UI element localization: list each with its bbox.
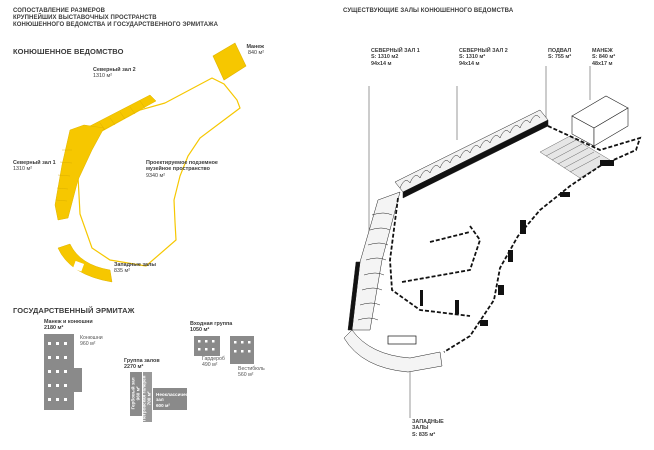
entrance-group-area: 1050 м² [190,327,210,334]
left-header-line1: СОПОСТАВЛЕНИЕ РАЗМЕРОВ [13,8,106,14]
axon-north2-dims: 94х14 м [459,60,480,67]
neoclassical-label: Неоклассический зал 600 м² [156,392,197,408]
north1-name: Северный зал 1 [13,160,56,166]
axon-west-label: ЗАПАДНЫЕ ЗАЛЫ S: 835 м² [412,419,444,438]
manezh-konyushni-name: Манеж и конюшни [44,319,93,325]
axon-north1-dims: 94х14 м [371,60,392,67]
inner-walls [420,160,614,326]
manezh-block [212,42,247,81]
entrance-group-label: Входная группа 1050 м² [190,321,232,334]
north1-block [54,124,105,221]
west-label: Западные залы 835 м² [114,262,156,275]
west-halls-block [57,243,113,283]
garderob-name: Гардероб [202,356,225,362]
right-header: СУЩЕСТВУЮЩИЕ ЗАЛЫ КОНЮШЕННОГО ВЕДОМСТВА [343,8,513,15]
axon-manezh-label: МАНЕЖ S: 840 м² 48х17 м [592,48,615,67]
gerbovy-block [130,372,142,416]
projected-line1: Проектируемое подземное [146,160,218,166]
axon-north1-area: S: 1310 м2 [371,54,399,61]
north1-label: Северный зал 1 1310 м² [13,160,56,173]
axon-west-line2: ЗАЛЫ [412,425,429,432]
building-footprint [389,125,642,353]
west-name: Западные залы [114,262,157,268]
projected-line2: музейное пространство [146,166,210,173]
neoclassical-area: 600 м² [156,402,170,408]
entrance-group-name: Входная группа [190,321,233,327]
axon-podval-area: S: 755 м² [548,54,572,61]
manezh-label: Манеж 840 м² [242,44,264,57]
konyushni-area: 960 м² [80,341,96,348]
vestibule-area: 560 м² [238,372,254,379]
north2-area: 1310 м² [93,73,112,80]
north2-vaults [394,109,549,199]
group-halls-name: Группа залов [124,358,160,364]
manezh-konyushni-area: 2180 м² [44,325,64,332]
axon-manezh-dims: 48х17 м [592,60,613,67]
konyushni-label: Конюшни 960 м² [80,335,103,347]
projected-area: 9340 м² [146,172,165,179]
vestibule-label: Вестибюль 560 м² [238,366,265,378]
group-halls-area: 2270 м² [124,364,144,371]
konyushni-name: Конюшни [80,335,103,341]
axon-north1-label: СЕВЕРНЫЙ ЗАЛ 1 S: 1310 м2 94х14 м [371,48,420,67]
axon-north2-label: СЕВЕРНЫЙ ЗАЛ 2 S: 1310 м² 94х14 м [459,48,508,67]
left-header-line2: КРУПНЕЙШИХ ВЫСТАВОЧНЫХ ПРОСТРАНСТВ [13,15,157,21]
right-header-title: СУЩЕСТВУЮЩИЕ ЗАЛЫ КОНЮШЕННОГО ВЕДОМСТВА [343,8,514,14]
west-area: 835 м² [114,268,130,275]
axon-manezh-title: МАНЕЖ [592,48,613,54]
neoclassical-block [153,388,187,410]
left-header: СОПОСТАВЛЕНИЕ РАЗМЕРОВ КРУПНЕЙШИХ ВЫСТАВ… [13,8,218,29]
axon-north2-area: S: 1310 м² [459,54,486,61]
left-header-line3: КОНЮШЕННОГО ВЕДОМСТВА И ГОСУДАРСТВЕННОГО… [13,22,219,28]
north2-name: Северный зал 2 [93,67,136,73]
manezh-box [571,95,629,147]
axon-north1-title: СЕВЕРНЫЙ ЗАЛ 1 [371,48,420,54]
manezh-name: Манеж [246,44,264,50]
axon-manezh-area: S: 840 м² [592,54,616,61]
axon-west-area: S: 835 м² [412,431,436,438]
axon-podval-label: ПОДВАЛ S: 755 м² [548,48,571,61]
west-halls-axon [343,329,443,373]
axon-podval-title: ПОДВАЛ [548,48,572,54]
garderob-area: 490 м² [202,362,218,369]
petrovskaya-block [143,372,152,422]
vestibule-name: Вестибюль [238,366,265,372]
north1-vaults [347,191,401,331]
axon-west-line1: ЗАПАДНЫЕ [412,419,444,425]
garderob-label: Гардероб 490 м² [202,356,225,368]
north1-area: 1310 м² [13,166,32,173]
projected-label: Проектируемое подземное музейное простра… [146,160,218,179]
hermitage-title: ГОСУДАРСТВЕННЫЙ ЭРМИТАЖ [13,306,135,315]
axon-north2-title: СЕВЕРНЫЙ ЗАЛ 2 [459,48,508,54]
group-halls-label: Группа залов 2270 м² [124,358,160,371]
north2-label: Северный зал 2 1310 м² [93,67,136,80]
neoclassical-name: Неоклассический зал [156,392,197,403]
konyushennoe-title: КОНЮШЕННОЕ ВЕДОМСТВО [13,47,124,56]
manezh-konyushni-label: Манеж и конюшни 2180 м² [44,319,93,332]
manezh-area: 840 м² [248,50,264,57]
